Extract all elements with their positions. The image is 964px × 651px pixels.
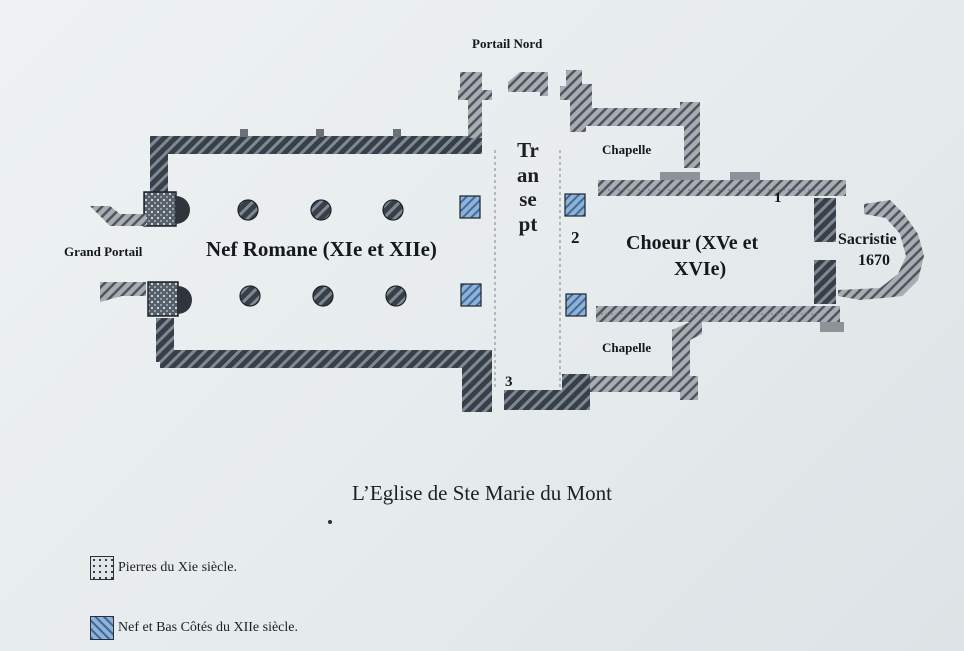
west-pier-half-south [178, 286, 192, 314]
speck [328, 520, 332, 524]
grand-portal-jamb-south [100, 282, 146, 302]
nave-north-wall [150, 136, 482, 154]
choeur-label-line1: Choeur (XVe et [626, 232, 759, 254]
marker-1: 1 [774, 190, 782, 206]
nave-column [310, 199, 332, 221]
dotted-swatch-icon [90, 556, 114, 580]
xii-century-pier [459, 195, 481, 219]
sacristy-wall-north [814, 198, 836, 242]
nave-west-wall-north [150, 144, 168, 192]
legend-item-xii-nave: Nef et Bas Côtés du XIIe siècle. [90, 616, 298, 640]
south-chapel-wall [590, 322, 702, 400]
nave-column [385, 285, 407, 307]
plan-caption: L’Eglise de Ste Marie du Mont [352, 481, 612, 505]
nave-column [237, 199, 259, 221]
nave-north-buttress [393, 129, 401, 137]
nef-label: Nef Romane (XIe et XIIe) [206, 237, 437, 261]
transept-label: Transept [516, 138, 540, 236]
north-portal-jamb [508, 72, 548, 96]
marker-2: 2 [571, 228, 580, 247]
grand-portal-jamb-north [90, 206, 146, 226]
transept-south-wall [504, 390, 566, 410]
nave-north-buttress [316, 129, 324, 137]
sacristie-label-line1: Sacristie [838, 231, 897, 248]
choir-south-buttress [820, 322, 844, 332]
nave-column [382, 199, 404, 221]
legend-label: Pierres du Xie siècle. [118, 560, 237, 575]
grand-portail-label: Grand Portail [64, 244, 143, 259]
north-chapel-wall [560, 70, 700, 168]
blue-hatch-swatch-icon [90, 616, 114, 640]
nave-column [239, 285, 261, 307]
nave-column [312, 285, 334, 307]
west-pier-half-north [176, 196, 190, 224]
transept-south-pier [562, 374, 590, 410]
nave-north-buttress [240, 129, 248, 137]
marker-3: 3 [505, 374, 513, 390]
sacristy-polygon [838, 200, 924, 300]
legend-label: Nef et Bas Côtés du XIIe siècle. [118, 620, 298, 635]
nave-south-wall [160, 350, 490, 368]
xii-century-pier [460, 283, 482, 307]
choir-north-wall [598, 180, 846, 196]
legend-item-xi-stones: Pierres du Xie siècle. [90, 556, 237, 580]
choir-north-buttress [730, 172, 760, 180]
xi-century-stone-north [143, 191, 177, 227]
chapelle-south-label: Chapelle [602, 340, 652, 355]
choir-north-buttress [660, 172, 700, 180]
north-transept-pier [458, 72, 492, 138]
nave-south-end [462, 350, 492, 412]
choeur-label-line2: XVIe) [674, 258, 727, 280]
xii-century-pier [565, 293, 587, 317]
sacristy-wall-south [814, 260, 836, 304]
chapelle-north-label: Chapelle [602, 142, 652, 157]
nave-west-wall-south [156, 318, 174, 362]
xii-century-pier [564, 193, 586, 217]
portail-nord-label: Portail Nord [472, 36, 543, 51]
xi-century-stone-south [147, 281, 179, 317]
sacristie-label-line2: 1670 [858, 252, 890, 269]
